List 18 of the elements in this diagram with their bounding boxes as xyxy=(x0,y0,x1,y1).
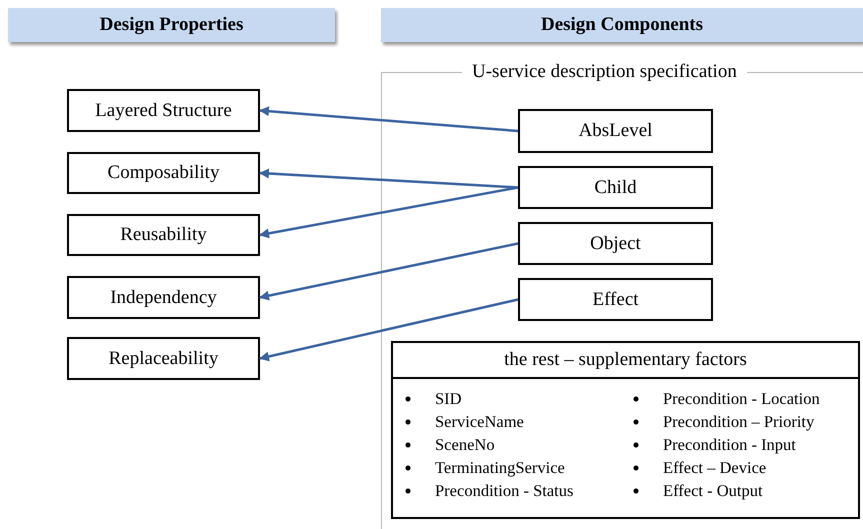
list-heading: the rest – supplementary factors xyxy=(393,343,858,379)
component-box: Effect xyxy=(518,278,713,321)
component-box: Layered Structure xyxy=(67,89,260,132)
header-band: Design Components xyxy=(381,8,863,42)
component-box: Child xyxy=(518,166,713,209)
component-box: AbsLevel xyxy=(518,109,713,153)
component-box: Reusability xyxy=(67,214,260,256)
arrow xyxy=(259,298,518,362)
factor-list-box xyxy=(391,341,860,519)
component-box: Replaceability xyxy=(67,337,260,380)
arrow xyxy=(259,242,518,301)
component-box: Object xyxy=(518,222,713,265)
component-box: Independency xyxy=(67,276,260,319)
component-box: Composability xyxy=(67,152,260,194)
arrow xyxy=(259,186,518,238)
arrow xyxy=(259,106,518,132)
arrow xyxy=(259,168,518,189)
header-band: Design Properties xyxy=(8,8,335,42)
